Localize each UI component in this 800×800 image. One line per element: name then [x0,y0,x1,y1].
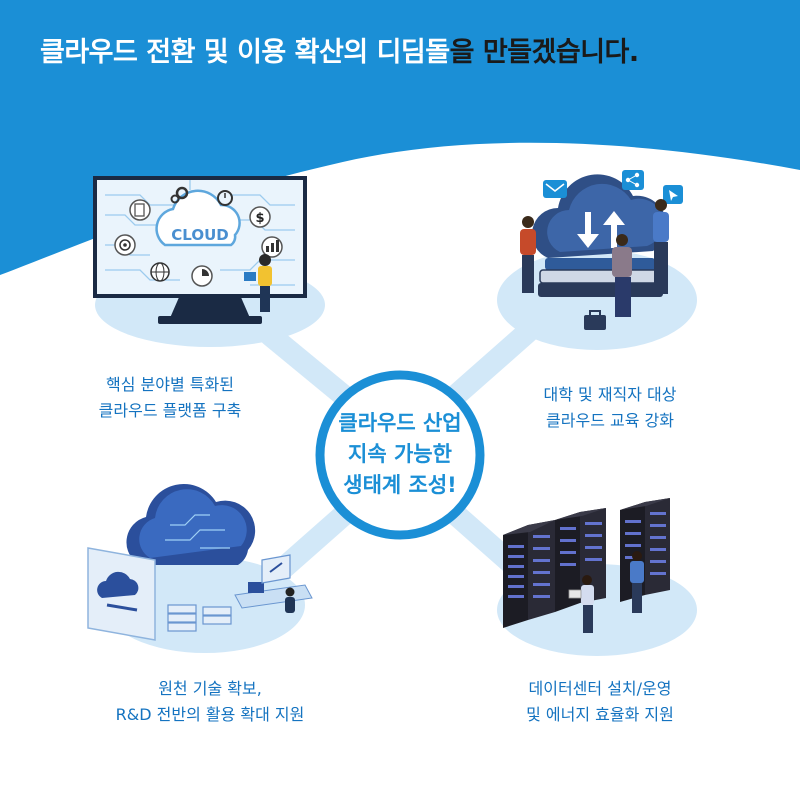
person-left [520,216,536,293]
page-title: 클라우드 전환 및 이용 확산의 디딤돌을 만들겠습니다. [40,30,639,69]
briefcase-icon [584,315,606,330]
title-part-1: 클라우드 전환 및 이용 확산의 디딤돌 [40,37,450,68]
server-stack-icon [167,604,232,632]
stopwatch-icon [217,190,233,206]
laptop-icon [248,582,264,593]
cloud-label: CLOUD [171,226,228,244]
label-rnd-line-2: R&D 전반의 활용 확대 지원 [115,705,305,724]
books-icon [538,258,663,297]
download-arrow-icon [577,212,599,248]
center-slogan-line-1: 클라우드 산업 [338,411,462,435]
center-slogan: 클라우드 산업 지속 가능한 생태계 조성! [320,408,480,501]
label-platform: 핵심 분야별 특화된 클라우드 플랫폼 구축 [60,372,280,424]
svg-text:$: $ [255,211,264,226]
person-right [653,199,669,294]
label-education: 대학 및 재직자 대상 클라우드 교육 강화 [510,382,710,434]
gears-icon [175,186,189,200]
document-icon [129,199,151,221]
worker-right [630,551,644,613]
mail-icon [543,180,567,198]
rnd-illustration [87,483,313,653]
label-rnd-line-1: 원천 기술 확보, [158,679,262,698]
center-slogan-line-2: 지속 가능한 [348,442,452,466]
cloud-panel [87,547,156,641]
share-icon [622,170,644,190]
title-part-2: 을 만들겠습니다. [449,37,640,68]
label-education-line-1: 대학 및 재직자 대상 [543,385,677,404]
label-platform-line-1: 핵심 분야별 특화된 [106,375,234,394]
presenter-figure [244,254,272,312]
label-datacenter-line-2: 및 에너지 효율화 지원 [526,705,674,724]
center-slogan-line-3: 생태계 조성! [343,473,457,497]
dollar-icon [249,206,271,228]
upload-arrow-icon [603,211,625,248]
label-rnd: 원천 기술 확보, R&D 전반의 활용 확대 지원 [90,676,330,728]
center-circle [315,370,485,540]
worker-icon [568,575,594,633]
education-illustration [497,170,697,350]
signal-icon [261,554,291,584]
person-center [612,234,632,317]
label-datacenter-line-1: 데이터센터 설치/운영 [528,679,672,698]
label-education-line-2: 클라우드 교육 강화 [546,411,674,430]
datacenter-illustration [497,498,697,656]
header-wave [0,0,800,275]
cloud-icon: CLOUD [155,189,241,247]
label-datacenter: 데이터센터 설치/운영 및 에너지 효율화 지원 [495,676,705,728]
platform-illustration: CLOUD $ [93,176,325,347]
label-platform-line-2: 클라우드 플랫폼 구축 [98,401,242,420]
